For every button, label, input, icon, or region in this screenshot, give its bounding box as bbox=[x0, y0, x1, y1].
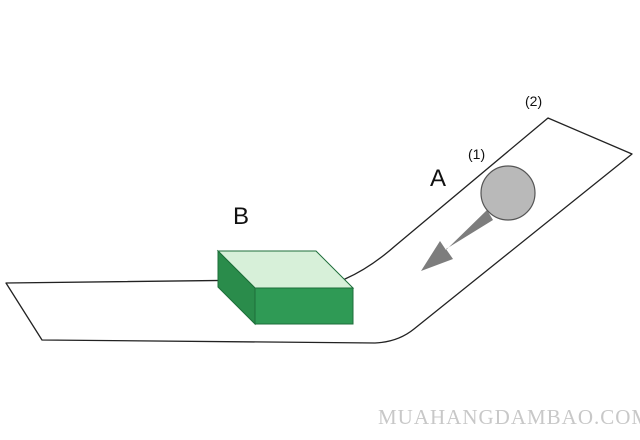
position-2-label: (2) bbox=[525, 93, 543, 109]
block-front-face bbox=[254, 287, 354, 325]
watermark: MUAHANGDAMBAO.COM bbox=[378, 405, 640, 429]
arrow-icon bbox=[421, 210, 493, 271]
ball-icon bbox=[480, 165, 536, 221]
block-icon bbox=[216, 249, 355, 326]
label-b: B bbox=[233, 203, 250, 230]
label-a: A bbox=[430, 165, 447, 192]
track-outline bbox=[5, 117, 633, 344]
position-1-label: (1) bbox=[468, 146, 486, 162]
